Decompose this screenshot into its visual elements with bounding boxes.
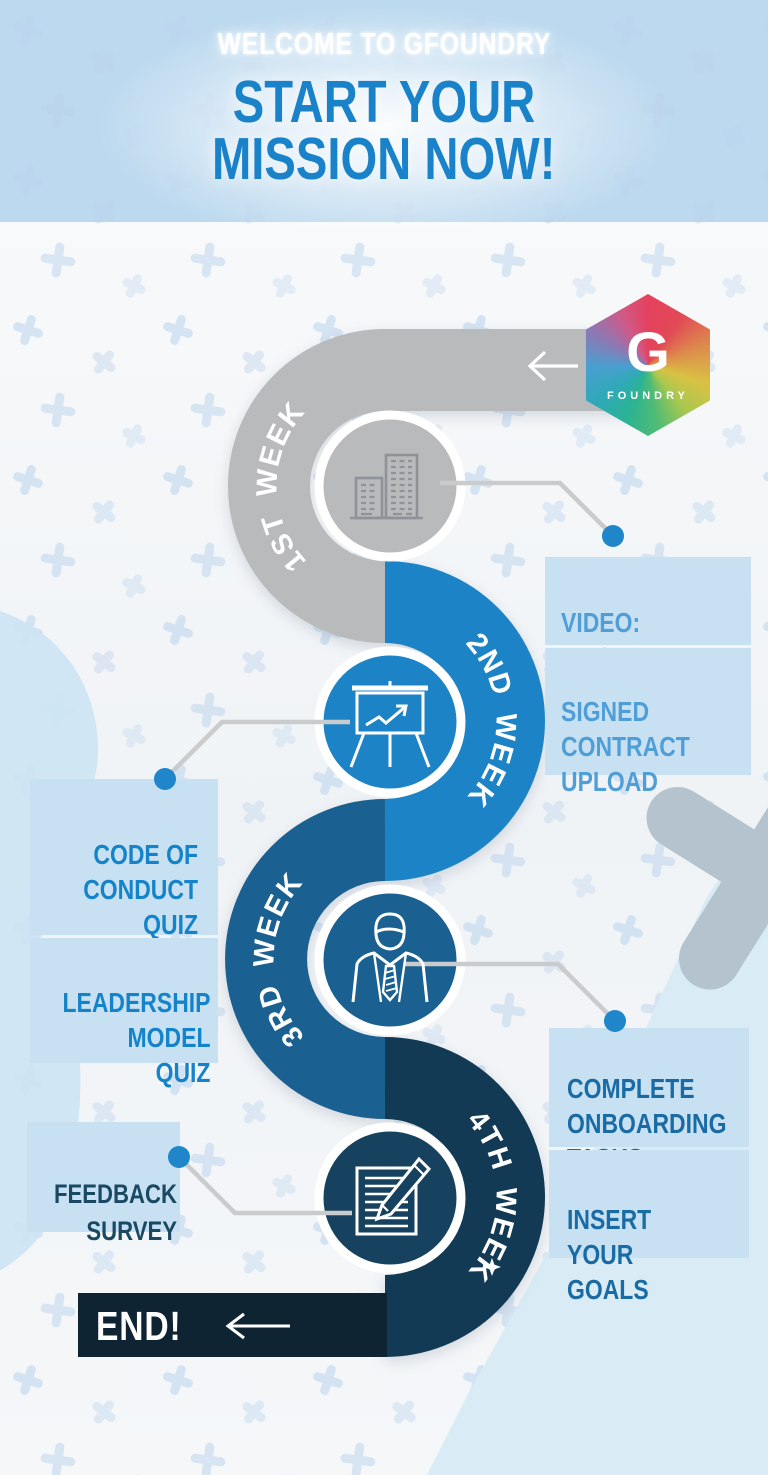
task-video-about-company: VIDEO: ABOUT OUR COMPANY bbox=[545, 557, 751, 778]
end-arrow-icon bbox=[225, 1312, 291, 1340]
path-segment-week4 bbox=[383, 1037, 545, 1357]
left-blob-decoration bbox=[0, 611, 99, 1271]
dot-week2 bbox=[154, 768, 176, 790]
presentation-chart-icon bbox=[349, 681, 431, 768]
connector-week2 bbox=[163, 719, 350, 781]
welcome-text: WELCOME TO GFOUNDRY bbox=[217, 26, 551, 61]
mission-path bbox=[225, 329, 640, 1357]
title-line1: START YOUR bbox=[232, 69, 536, 135]
dot-week1 bbox=[602, 525, 624, 547]
connector-week3 bbox=[404, 961, 617, 1023]
task-complete-onboarding: COMPLETE ONBOARDING TASKS bbox=[549, 1028, 749, 1174]
dot-week3 bbox=[604, 1010, 626, 1032]
sparkle-icon bbox=[483, 1258, 501, 1276]
start-arrow-icon bbox=[527, 350, 578, 382]
person-icon bbox=[351, 912, 429, 1003]
task-code-of-conduct-quiz: CODE OF CONDUCT QUIZ bbox=[30, 779, 218, 940]
week3-node-circle bbox=[314, 884, 466, 1036]
week1-node-circle bbox=[314, 410, 466, 562]
path-segment-week3 bbox=[225, 799, 387, 1119]
logo-letter: G bbox=[626, 320, 670, 383]
task-feedback-survey: FEEDBACK SURVEY bbox=[27, 1122, 180, 1246]
path-segment-week1 bbox=[228, 329, 640, 643]
connector-week4 bbox=[177, 1155, 352, 1216]
path-segment-week2 bbox=[383, 561, 545, 881]
gray-cross-decoration bbox=[646, 754, 768, 990]
page-title: START YOUR MISSION NOW! bbox=[0, 69, 768, 192]
header-glow bbox=[84, 0, 684, 230]
task-insert-goals: INSERT YOUR GOALS bbox=[549, 1150, 749, 1305]
logo-name: FOUNDRY bbox=[607, 390, 689, 402]
building-icon bbox=[350, 453, 423, 520]
title-line2: MISSION NOW! bbox=[212, 126, 556, 192]
task-leadership-model-quiz: LEADERSHIP MODEL QUIZ bbox=[30, 938, 218, 1088]
connector-week1 bbox=[440, 480, 615, 538]
end-label-group: END! bbox=[96, 1302, 294, 1350]
document-pencil-icon bbox=[355, 1156, 432, 1236]
dot-week4 bbox=[168, 1146, 190, 1168]
end-text: END! bbox=[96, 1302, 182, 1349]
gfoundry-logo: G FOUNDRY bbox=[586, 294, 710, 436]
task-signed-contract-upload: SIGNED CONTRACT UPLOAD bbox=[545, 648, 751, 797]
